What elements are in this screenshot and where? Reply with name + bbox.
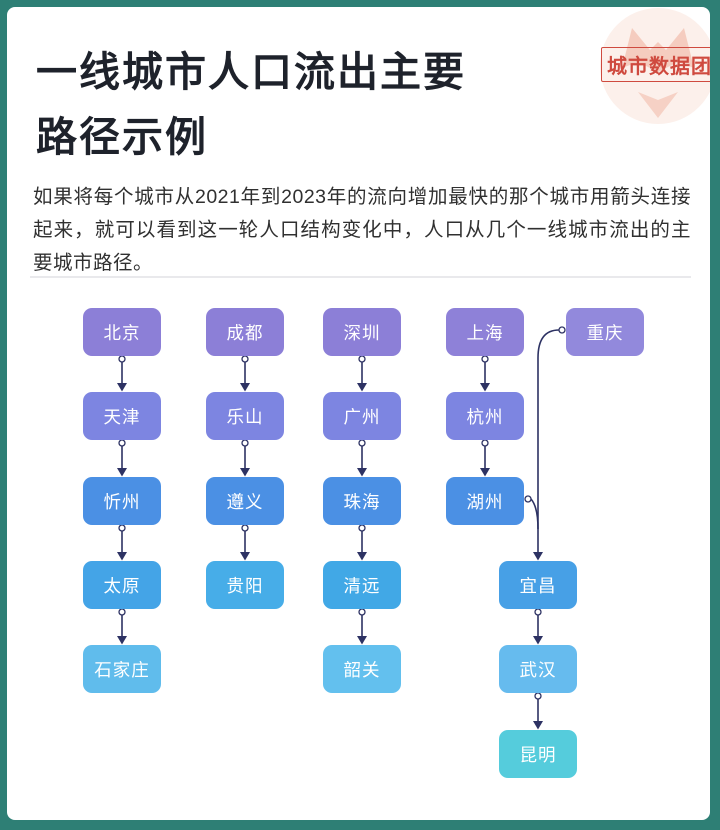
edge-arrowhead [117,552,127,561]
edge-arrowhead [117,383,127,392]
edge-source-dot [118,355,126,363]
edge-arrowhead [357,552,367,561]
edge-arrowhead [533,552,543,561]
city-node-yichang: 宜昌 [499,561,577,609]
edge-arrowhead [533,636,543,645]
page-title: 一线城市人口流出主要 路径示例 [36,40,596,170]
city-node-xinzhou: 忻州 [83,477,161,525]
city-node-chongqing: 重庆 [566,308,644,356]
edge-source-dot [358,608,366,616]
edge-source-dot [241,524,249,532]
city-node-leshan: 乐山 [206,392,284,440]
edge-arrowhead [480,468,490,477]
city-node-hangzhou: 杭州 [446,392,524,440]
city-node-taiyuan: 太原 [83,561,161,609]
city-node-tianjin: 天津 [83,392,161,440]
edge-arrowhead [533,721,543,730]
fox-muzzle-shape [638,92,678,118]
city-node-shaoguan: 韶关 [323,645,401,693]
edge-source-dot [241,439,249,447]
city-node-zhuhai: 珠海 [323,477,401,525]
edge-source-dot [241,355,249,363]
edge-arrowhead [117,468,127,477]
content-canvas: 城市数据团 一线城市人口流出主要 路径示例 如果将每个城市从2021年到2023… [7,7,710,820]
city-node-shenzhen: 深圳 [323,308,401,356]
city-node-beijing: 北京 [83,308,161,356]
city-node-chengdu: 成都 [206,308,284,356]
city-node-guangzhou: 广州 [323,392,401,440]
city-node-shijiazhuang: 石家庄 [83,645,161,693]
intro-paragraph: 如果将每个城市从2021年到2023年的流向增加最快的那个城市用箭头连接起来，就… [33,186,691,274]
city-node-wuhan: 武汉 [499,645,577,693]
edge-source-dot [481,439,489,447]
page-title-line-2: 路径示例 [36,114,208,160]
edge-source-dot [118,439,126,447]
edge-arrowhead [357,468,367,477]
edge-source-dot [524,495,532,503]
city-node-kunming: 昆明 [499,730,577,778]
city-node-guiyang: 贵阳 [206,561,284,609]
edge-source-dot [534,692,542,700]
page-title-line-1: 一线城市人口流出主要 [36,49,466,95]
edge-source-dot [118,608,126,616]
city-node-shanghai: 上海 [446,308,524,356]
fox-ears-shape [622,28,694,72]
edge-source-dot [481,355,489,363]
city-node-qingyuan: 清远 [323,561,401,609]
edge-source-dot [358,355,366,363]
edge-arrowhead [357,636,367,645]
edge-arrowhead [117,636,127,645]
edge-line [537,329,560,553]
section-divider [30,276,691,278]
city-node-huzhou: 湖州 [446,477,524,525]
city-node-zunyi: 遵义 [206,477,284,525]
edge-arrowhead [357,383,367,392]
edge-source-dot [558,326,566,334]
edge-source-dot [534,608,542,616]
edge-arrowhead [240,383,250,392]
edge-arrowhead [480,383,490,392]
edge-arrowhead [240,552,250,561]
fox-logo-watermark [600,8,710,124]
edge-source-dot [358,524,366,532]
edge-arrowhead [240,468,250,477]
brand-badge: 城市数据团 [601,47,710,82]
edge-source-dot [118,524,126,532]
card-panel: 城市数据团 一线城市人口流出主要 路径示例 如果将每个城市从2021年到2023… [7,7,710,820]
edge-line [530,498,539,530]
edge-source-dot [358,439,366,447]
